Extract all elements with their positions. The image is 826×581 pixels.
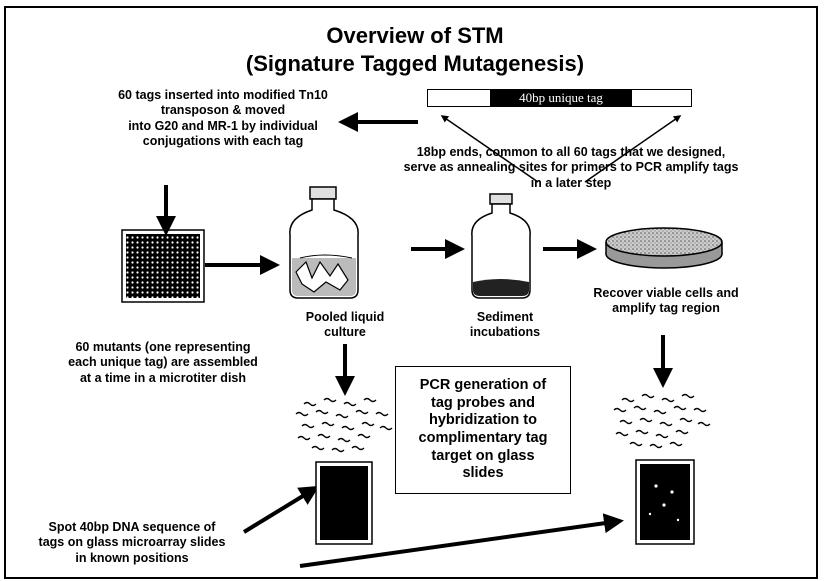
mutants-text: 60 mutants (one representing each unique… [50, 340, 276, 386]
microtiter-plate [121, 229, 205, 303]
mutants-line: 60 mutants (one representing [75, 340, 251, 354]
sediment-line: Sediment [476, 310, 534, 324]
sediment-label: Sediment incubations [450, 310, 560, 341]
culture-bottle [289, 186, 359, 299]
tag-bar: 40bp unique tag [427, 89, 692, 107]
pcr-box-line: slides [462, 465, 504, 482]
tag-probe-squiggles-right [613, 393, 711, 449]
petri-dish [605, 227, 723, 269]
pooled-culture-line: Pooled liquid [305, 310, 385, 324]
end-pointers [440, 115, 682, 183]
spot-dna-line: tags on glass microarray slides [38, 535, 226, 550]
arrow-spot-to-left-slide [242, 485, 320, 534]
microarray-slide-left [315, 461, 373, 545]
tags-inserted-line: 60 tags inserted into modified Tn10 [118, 88, 328, 102]
pcr-box-line: tag probes and [431, 394, 535, 411]
tags-inserted-line: transposon & moved [160, 103, 286, 118]
tags-inserted-line: conjugations with each tag [142, 133, 304, 148]
tag-bar-label: 40bp unique tag [490, 90, 632, 106]
spot-dna-line: Spot 40bp DNA sequence of [48, 520, 216, 534]
pcr-generation-box: PCR generation of tag probes and hybridi… [395, 366, 571, 494]
sediment-bottle [471, 193, 531, 299]
arrow-spot-to-right-slide [299, 513, 624, 568]
pcr-box-line: complimentary tag [418, 430, 548, 446]
diagram-frame [4, 6, 818, 579]
pooled-culture-line: culture [324, 325, 366, 340]
pcr-box-line: target on glass [431, 447, 535, 464]
spot-dna-text: Spot 40bp DNA sequence of tags on glass … [28, 520, 236, 566]
tag-ends-line: 18bp ends, common to all 60 tags that we… [416, 145, 726, 159]
pointer-right-end [584, 115, 682, 183]
pcr-box-line: hybridization to [429, 412, 537, 429]
tag-ends-text: 18bp ends, common to all 60 tags that we… [403, 145, 739, 191]
diagram-title: Overview of STM (Signature Tagged Mutage… [200, 22, 630, 77]
recover-cells-line: Recover viable cells and [593, 286, 739, 300]
pooled-culture-label: Pooled liquid culture [285, 310, 405, 341]
tags-inserted-text: 60 tags inserted into modified Tn10 tran… [118, 88, 328, 149]
microarray-slide-right [635, 459, 695, 545]
recover-cells-label: Recover viable cells and amplify tag reg… [585, 286, 747, 317]
flow-arrows [156, 112, 673, 568]
tag-ends-line: serve as annealing sites for primers to … [403, 160, 739, 175]
mutants-line: each unique tag) are assembled [68, 355, 258, 370]
title-line-2: (Signature Tagged Mutagenesis) [245, 50, 585, 76]
tags-inserted-line: into G20 and MR-1 by individual [128, 118, 318, 133]
pointer-left-end [440, 115, 539, 183]
tag-ends-line: in a later step [530, 175, 612, 190]
pcr-box-line: PCR generation of [419, 376, 547, 393]
mutants-line: at a time in a microtiter dish [79, 370, 246, 385]
spot-dna-line: in known positions [75, 550, 189, 565]
recover-cells-line: amplify tag region [612, 301, 720, 316]
sediment-line: incubations [469, 325, 541, 340]
tag-probe-squiggles-left [295, 397, 393, 453]
title-line-1: Overview of STM [326, 23, 504, 48]
